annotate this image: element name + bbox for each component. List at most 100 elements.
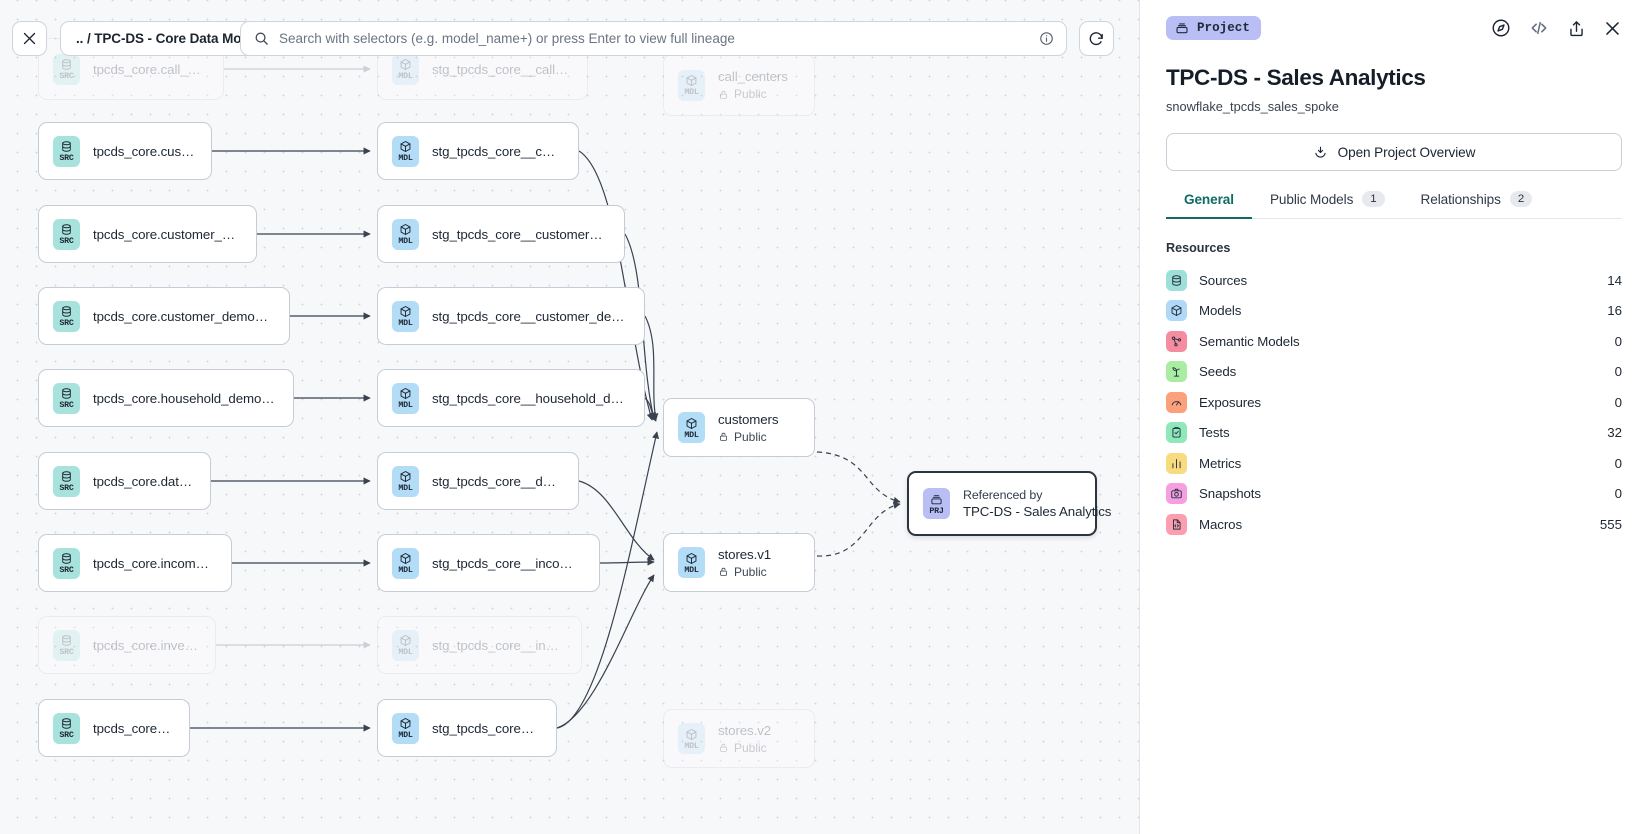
node-label: tpcds_core.household_demographics [93,390,277,406]
node-label: stg_tpcds_core__call_center [432,61,571,77]
database-icon [60,552,73,565]
camera-icon [1166,483,1187,505]
tab-label: Relationships [1420,191,1501,207]
lock-icon [718,431,729,442]
project-type-chip[interactable]: Project [1166,16,1261,40]
resource-label: Tests [1199,425,1230,441]
details-panel: Project [1139,0,1648,834]
cube-icon [399,634,412,647]
resource-count: 555 [1599,516,1622,532]
open-project-overview-label: Open Project Overview [1337,144,1476,160]
lineage-node-mdl_cust_demo[interactable]: MDLstg_tpcds_core__customer_demogra… [377,287,645,345]
node-type-badge: SRC [53,465,80,497]
info-icon[interactable] [1039,31,1054,46]
lock-icon [718,89,729,100]
tab-general[interactable]: General [1166,192,1252,219]
explore-icon[interactable] [1491,18,1511,38]
cube-icon [685,417,698,430]
refresh-button[interactable] [1079,21,1114,56]
node-label: tpcds_core.store [93,720,173,736]
node-label: tpcds_core.income_band [93,555,215,571]
resource-label: Seeds [1199,364,1237,380]
database-icon [60,470,73,483]
node-access: Public [718,565,771,579]
node-type-badge: SRC [53,629,80,661]
resource-label: Snapshots [1199,486,1261,502]
node-label: stg_tpcds_core__customer [432,143,562,159]
lineage-node-mdl_hh_demo[interactable]: MDLstg_tpcds_core__household_demogr… [377,369,645,427]
tab-relationships[interactable]: Relationships 2 [1403,191,1551,219]
tab-label: General [1184,192,1234,207]
resources-heading: Resources [1166,241,1231,255]
lineage-node-layer: SRCtpcds_core.call_centerSRCtpcds_core.c… [38,38,1111,768]
share-icon[interactable] [1567,19,1586,38]
open-project-overview-button[interactable]: Open Project Overview [1166,133,1622,171]
search-icon [254,31,269,46]
node-label: tpcds_core.customer [93,143,195,159]
close-panel-icon[interactable] [1603,19,1622,38]
lineage-node-mdl_income_band[interactable]: MDL stg_tpcds_core__income_band [377,534,600,592]
node-label: tpcds_core.date_dim [93,473,194,489]
node-label: stores.v2 [718,722,772,738]
node-type-badge: MDL [392,712,419,744]
lineage-node-src_date_dim[interactable]: SRC tpcds_core.date_dim [38,452,211,510]
node-label: tpcds_core.customer_demographics [93,308,273,324]
lineage-canvas[interactable]: SRCtpcds_core.call_centerSRCtpcds_core.c… [0,0,1139,834]
database-icon [60,223,73,236]
node-label: stg_tpcds_core__customer_demogra… [432,308,628,324]
resource-label: Sources [1199,272,1248,288]
project-database-name: snowflake_tpcds_sales_spoke [1166,99,1339,114]
node-access-label: Public [734,564,767,579]
cube-icon [399,305,412,318]
resource-label: Macros [1199,516,1242,532]
search-bar[interactable] [240,21,1067,56]
cube-icon [399,140,412,153]
resource-row-macros[interactable]: Macros 555 [1166,509,1622,540]
lock-icon [718,742,729,753]
node-type-badge: MDL [392,629,419,661]
close-lineage-button[interactable] [12,21,47,56]
search-input[interactable] [279,31,1039,46]
tab-count: 2 [1509,191,1533,207]
database-icon [1166,269,1187,291]
cube-icon [685,552,698,565]
node-label: stg_tpcds_core__income_band [432,555,583,571]
cube-icon [685,728,698,741]
node-type-badge: SRC [53,712,80,744]
node-access: Public [718,430,778,444]
lineage-node-src_store[interactable]: SRC tpcds_core.store [38,699,190,757]
panel-actions [1491,18,1622,38]
node-type-badge: PRJ [923,488,950,519]
clipboard-check-icon [1166,422,1187,444]
code-icon[interactable] [1528,18,1550,38]
close-icon [23,32,36,45]
node-type-badge: MDL [392,547,419,579]
node-type-badge: MDL [678,547,705,578]
